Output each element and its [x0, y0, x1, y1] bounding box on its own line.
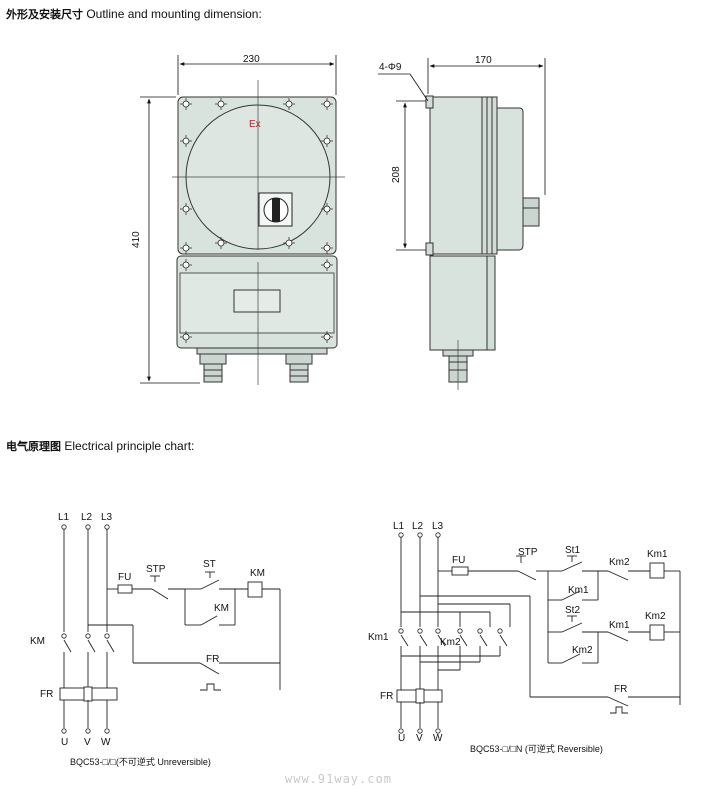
bolt-icon: [180, 331, 192, 343]
hole-spec-label: 4-Φ9: [379, 62, 402, 73]
right-main2-label: Km2: [440, 637, 461, 648]
right-start2-label: St2: [565, 605, 580, 616]
bolt-icon: [180, 203, 192, 215]
right-aux1-label: Km1: [568, 585, 589, 596]
left-v-label: V: [84, 737, 91, 748]
bolt-icon: [180, 242, 192, 254]
left-fuse-label: FU: [118, 572, 131, 583]
right-stop-label: STP: [518, 547, 538, 558]
right-fuse-label: FU: [452, 555, 465, 566]
outline-heading-en: Outline and mounting dimension:: [86, 7, 262, 21]
bolt-icon: [321, 242, 333, 254]
terminal-icon: [477, 628, 483, 634]
left-aux-label: KM: [214, 603, 229, 614]
left-terminals: [61, 524, 110, 734]
left-l3-label: L3: [101, 512, 113, 523]
left-l2-label: L2: [81, 512, 93, 523]
right-interlock2-label: Km1: [609, 620, 630, 631]
electrical-heading-cn: 电气原理图: [6, 440, 61, 453]
right-coil1-label: Km1: [647, 549, 668, 560]
terminal-icon: [104, 728, 110, 734]
left-start-label: ST: [203, 559, 216, 570]
bolt-icon: [321, 331, 333, 343]
left-caption: BQC53-□/□(不可逆式 Unreversible): [70, 756, 211, 767]
bolt-icon: [180, 98, 192, 110]
left-coil-label: KM: [250, 568, 265, 579]
terminal-icon: [61, 633, 67, 639]
left-relay-coil-label: FR: [40, 689, 53, 700]
right-circuit: [396, 535, 681, 728]
bolt-icon: [180, 135, 192, 147]
outline-heading-cn: 外形及安装尺寸: [6, 8, 83, 21]
electrical-heading: 电气原理图 Electrical principle chart:: [6, 438, 194, 454]
left-main-contact-label: KM: [30, 636, 45, 647]
side-dimensions: [378, 58, 546, 251]
watermark: www.91way.com: [285, 772, 392, 786]
front-width-label: 230: [243, 54, 260, 65]
right-coil2-label: Km2: [645, 611, 666, 622]
terminal-icon: [417, 628, 423, 634]
right-l2-label: L2: [412, 521, 424, 532]
side-width-label: 170: [475, 55, 492, 66]
right-aux2-label: Km2: [572, 645, 593, 656]
terminal-icon: [435, 532, 441, 538]
terminal-icon: [435, 728, 441, 734]
front-bolts: [180, 98, 333, 343]
left-stop-label: STP: [146, 564, 166, 575]
terminal-icon: [457, 628, 463, 634]
left-circuit: [59, 527, 281, 728]
bolt-icon: [321, 135, 333, 147]
terminal-icon: [61, 524, 67, 530]
right-interlock1-label: Km2: [609, 557, 630, 568]
terminal-icon: [85, 728, 91, 734]
bolt-icon: [215, 98, 227, 110]
terminal-icon: [61, 728, 67, 734]
front-height-label: 410: [131, 231, 142, 248]
bolt-icon: [321, 259, 333, 271]
right-l1-label: L1: [393, 521, 405, 532]
right-start1-label: St1: [565, 545, 580, 556]
left-relay-label: FR: [206, 654, 219, 665]
outline-heading: 外形及安装尺寸 Outline and mounting dimension:: [6, 6, 262, 22]
terminal-icon: [435, 628, 441, 634]
terminal-icon: [104, 524, 110, 530]
bolt-icon: [215, 237, 227, 249]
right-relay-coil-label: FR: [380, 691, 393, 702]
right-caption: BQC53-□/□N (可逆式 Reversible): [470, 743, 603, 754]
right-terminals: [398, 532, 503, 734]
terminal-icon: [417, 728, 423, 734]
left-u-label: U: [61, 737, 68, 748]
electrical-heading-en: Electrical principle chart:: [64, 439, 195, 453]
front-dimensions: [140, 55, 337, 384]
right-v-label: V: [416, 733, 423, 744]
side-height-label: 208: [391, 166, 402, 183]
bolt-icon: [321, 203, 333, 215]
right-l3-label: L3: [432, 521, 444, 532]
left-w-label: W: [101, 737, 111, 748]
terminal-icon: [85, 633, 91, 639]
side-view: [425, 95, 540, 390]
right-w-label: W: [433, 733, 443, 744]
terminal-icon: [398, 628, 404, 634]
terminal-icon: [85, 524, 91, 530]
terminal-icon: [497, 628, 503, 634]
right-u-label: U: [398, 733, 405, 744]
right-relay-label: FR: [614, 684, 627, 695]
bolt-icon: [283, 98, 295, 110]
left-l1-label: L1: [58, 512, 70, 523]
right-main1-label: Km1: [368, 632, 389, 643]
terminal-icon: [398, 532, 404, 538]
terminal-icon: [104, 633, 110, 639]
ex-mark: Ex: [249, 119, 261, 130]
bolt-icon: [283, 237, 295, 249]
front-view: [172, 80, 345, 385]
bolt-icon: [180, 259, 192, 271]
terminal-icon: [398, 728, 404, 734]
bolt-icon: [321, 98, 333, 110]
terminal-icon: [417, 532, 423, 538]
